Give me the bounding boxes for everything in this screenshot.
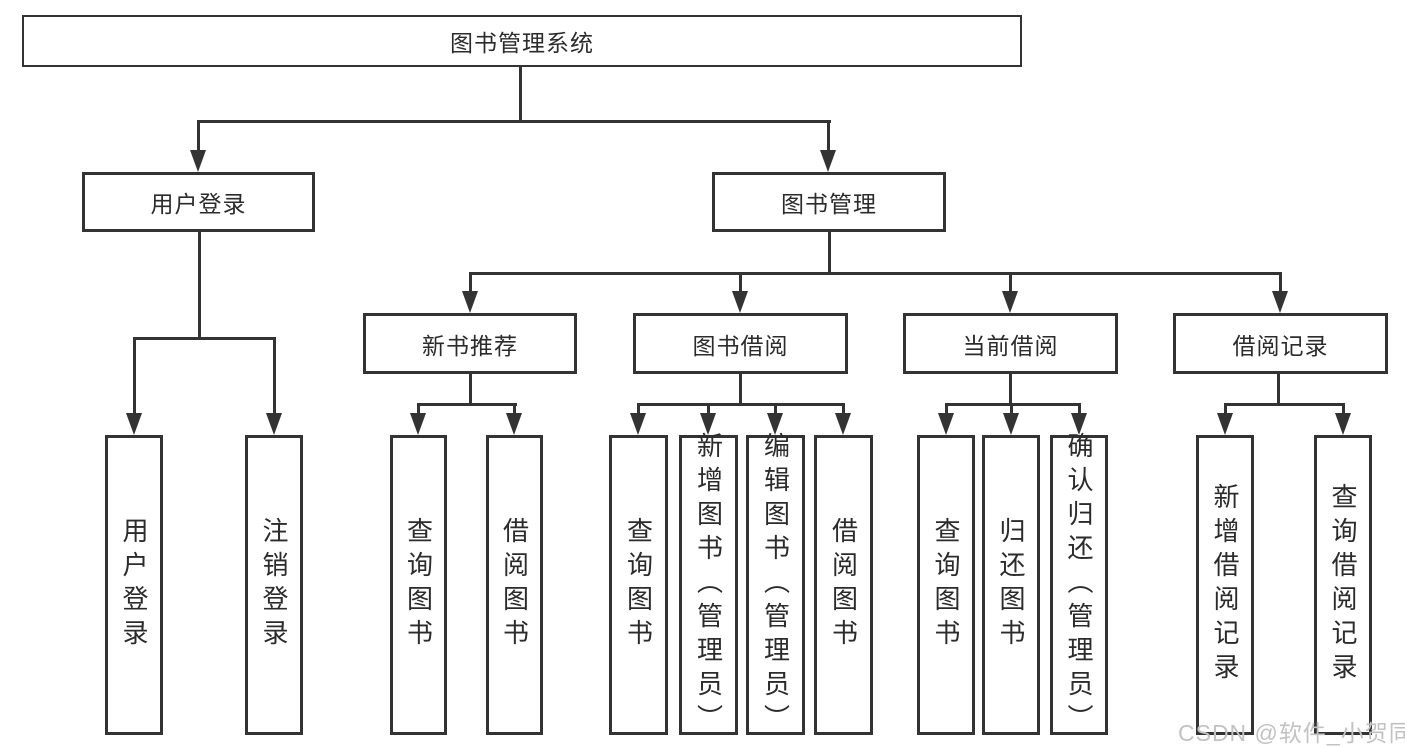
connector-level2-rail xyxy=(469,272,1282,275)
arrow-down-icon xyxy=(1071,413,1087,435)
connector-stem xyxy=(945,403,948,421)
connector-records-rail xyxy=(1224,403,1345,406)
leaf-recommend-query-books: 查询图书 xyxy=(390,435,447,735)
node-label: 归还图书 xyxy=(996,517,1026,653)
leaf-current-query-books: 查询图书 xyxy=(917,435,975,735)
connector-user-login-rail xyxy=(133,337,276,340)
arrow-down-icon xyxy=(462,291,478,313)
leaf-recommend-borrow-books: 借阅图书 xyxy=(486,435,543,735)
arrow-down-icon xyxy=(266,413,282,435)
connector-stem xyxy=(1078,403,1081,421)
node-label: 借阅图书 xyxy=(499,517,530,653)
connector-stem xyxy=(417,403,420,421)
node-label: 注销登录 xyxy=(259,517,289,653)
arrow-down-icon xyxy=(700,413,716,435)
connector-level1-rail xyxy=(197,120,831,123)
node-borrowing-records: 借阅记录 xyxy=(1173,313,1388,374)
node-label: 图书管理 xyxy=(781,191,877,217)
leaf-logout: 注销登录 xyxy=(245,435,303,735)
arrow-down-icon xyxy=(1217,413,1233,435)
connector-stem-user-login xyxy=(197,120,200,155)
connector-stem-current-borrowing xyxy=(1009,272,1012,296)
arrow-down-icon xyxy=(506,413,522,435)
connector-user-login-drop xyxy=(198,232,201,340)
leaf-current-confirm-return-admin: 确认归还（管理员） xyxy=(1050,432,1108,738)
arrow-down-icon xyxy=(938,413,954,435)
leaf-borrowing-borrow-books: 借阅图书 xyxy=(814,435,873,735)
node-new-book-recommend: 新书推荐 xyxy=(363,313,577,374)
node-label: 图书借阅 xyxy=(692,332,789,359)
connector-recommend-rail xyxy=(417,403,517,406)
csdn-watermark: CSDN @软件_小贺同学 xyxy=(1178,720,1405,746)
connector-stem xyxy=(707,403,710,421)
node-label: 用户登录 xyxy=(150,191,247,217)
arrow-down-icon xyxy=(126,413,142,435)
node-label: 新增图书（管理员） xyxy=(693,432,724,738)
arrow-down-icon xyxy=(190,150,206,172)
connector-stem-leaf-logout xyxy=(273,337,276,420)
connector-stem xyxy=(513,403,516,421)
arrow-down-icon xyxy=(630,413,646,435)
arrow-down-icon xyxy=(820,150,836,172)
node-label: 查询图书 xyxy=(403,517,434,653)
node-label: 查询图书 xyxy=(623,517,654,653)
arrow-down-icon xyxy=(1002,291,1018,313)
connector-root-drop xyxy=(519,67,522,122)
connector-stem xyxy=(1342,403,1345,421)
connector-borrowing-drop xyxy=(739,374,742,406)
node-label: 当前借阅 xyxy=(962,332,1059,359)
node-label: 查询图书 xyxy=(931,517,961,653)
connector-stem xyxy=(1224,403,1227,421)
arrow-down-icon xyxy=(767,413,783,435)
node-label: 借阅记录 xyxy=(1232,332,1329,359)
node-label: 新书推荐 xyxy=(422,332,518,359)
leaf-records-query-record: 查询借阅记录 xyxy=(1314,435,1372,735)
leaf-records-add-record: 新增借阅记录 xyxy=(1196,435,1254,735)
node-book-borrowing: 图书借阅 xyxy=(633,313,848,374)
node-library-management-system: 图书管理系统 xyxy=(22,15,1022,67)
node-label: 查询借阅记录 xyxy=(1328,483,1358,687)
leaf-user-login: 用户登录 xyxy=(105,435,163,735)
connector-stem-leaf-user-login xyxy=(133,337,136,420)
arrow-down-icon xyxy=(1003,413,1019,435)
connector-book-management-drop xyxy=(828,232,831,275)
connector-stem xyxy=(842,403,845,421)
arrow-down-icon xyxy=(1335,413,1351,435)
connector-stem xyxy=(637,403,640,421)
leaf-borrowing-edit-books-admin: 编辑图书（管理员） xyxy=(746,432,805,738)
connector-stem-borrowing-records xyxy=(1279,272,1282,296)
connector-current-drop xyxy=(1009,374,1012,406)
connector-recommend-drop xyxy=(469,374,472,406)
node-current-borrowing: 当前借阅 xyxy=(903,313,1118,374)
node-label: 借阅图书 xyxy=(828,517,859,653)
connector-stem-book-management xyxy=(827,120,830,155)
connector-stem-book-borrowing xyxy=(739,272,742,296)
arrow-down-icon xyxy=(410,413,426,435)
node-label: 确认归还（管理员） xyxy=(1064,432,1094,738)
connector-records-drop xyxy=(1277,374,1280,406)
node-user-login: 用户登录 xyxy=(82,172,315,232)
node-label: 编辑图书（管理员） xyxy=(760,432,791,738)
node-label: 图书管理系统 xyxy=(450,30,594,56)
arrow-down-icon xyxy=(835,413,851,435)
node-label: 新增借阅记录 xyxy=(1210,483,1240,687)
leaf-current-return-books: 归还图书 xyxy=(982,435,1040,735)
connector-stem xyxy=(774,403,777,421)
arrow-down-icon xyxy=(732,291,748,313)
node-label: 用户登录 xyxy=(119,517,149,653)
arrow-down-icon xyxy=(1272,291,1288,313)
leaf-borrowing-add-books-admin: 新增图书（管理员） xyxy=(679,432,738,738)
connector-stem-new-book-recommend xyxy=(469,272,472,296)
connector-stem xyxy=(1010,403,1013,421)
node-book-management: 图书管理 xyxy=(712,172,946,232)
connector-borrowing-rail xyxy=(637,403,845,406)
leaf-borrowing-query-books: 查询图书 xyxy=(609,435,668,735)
